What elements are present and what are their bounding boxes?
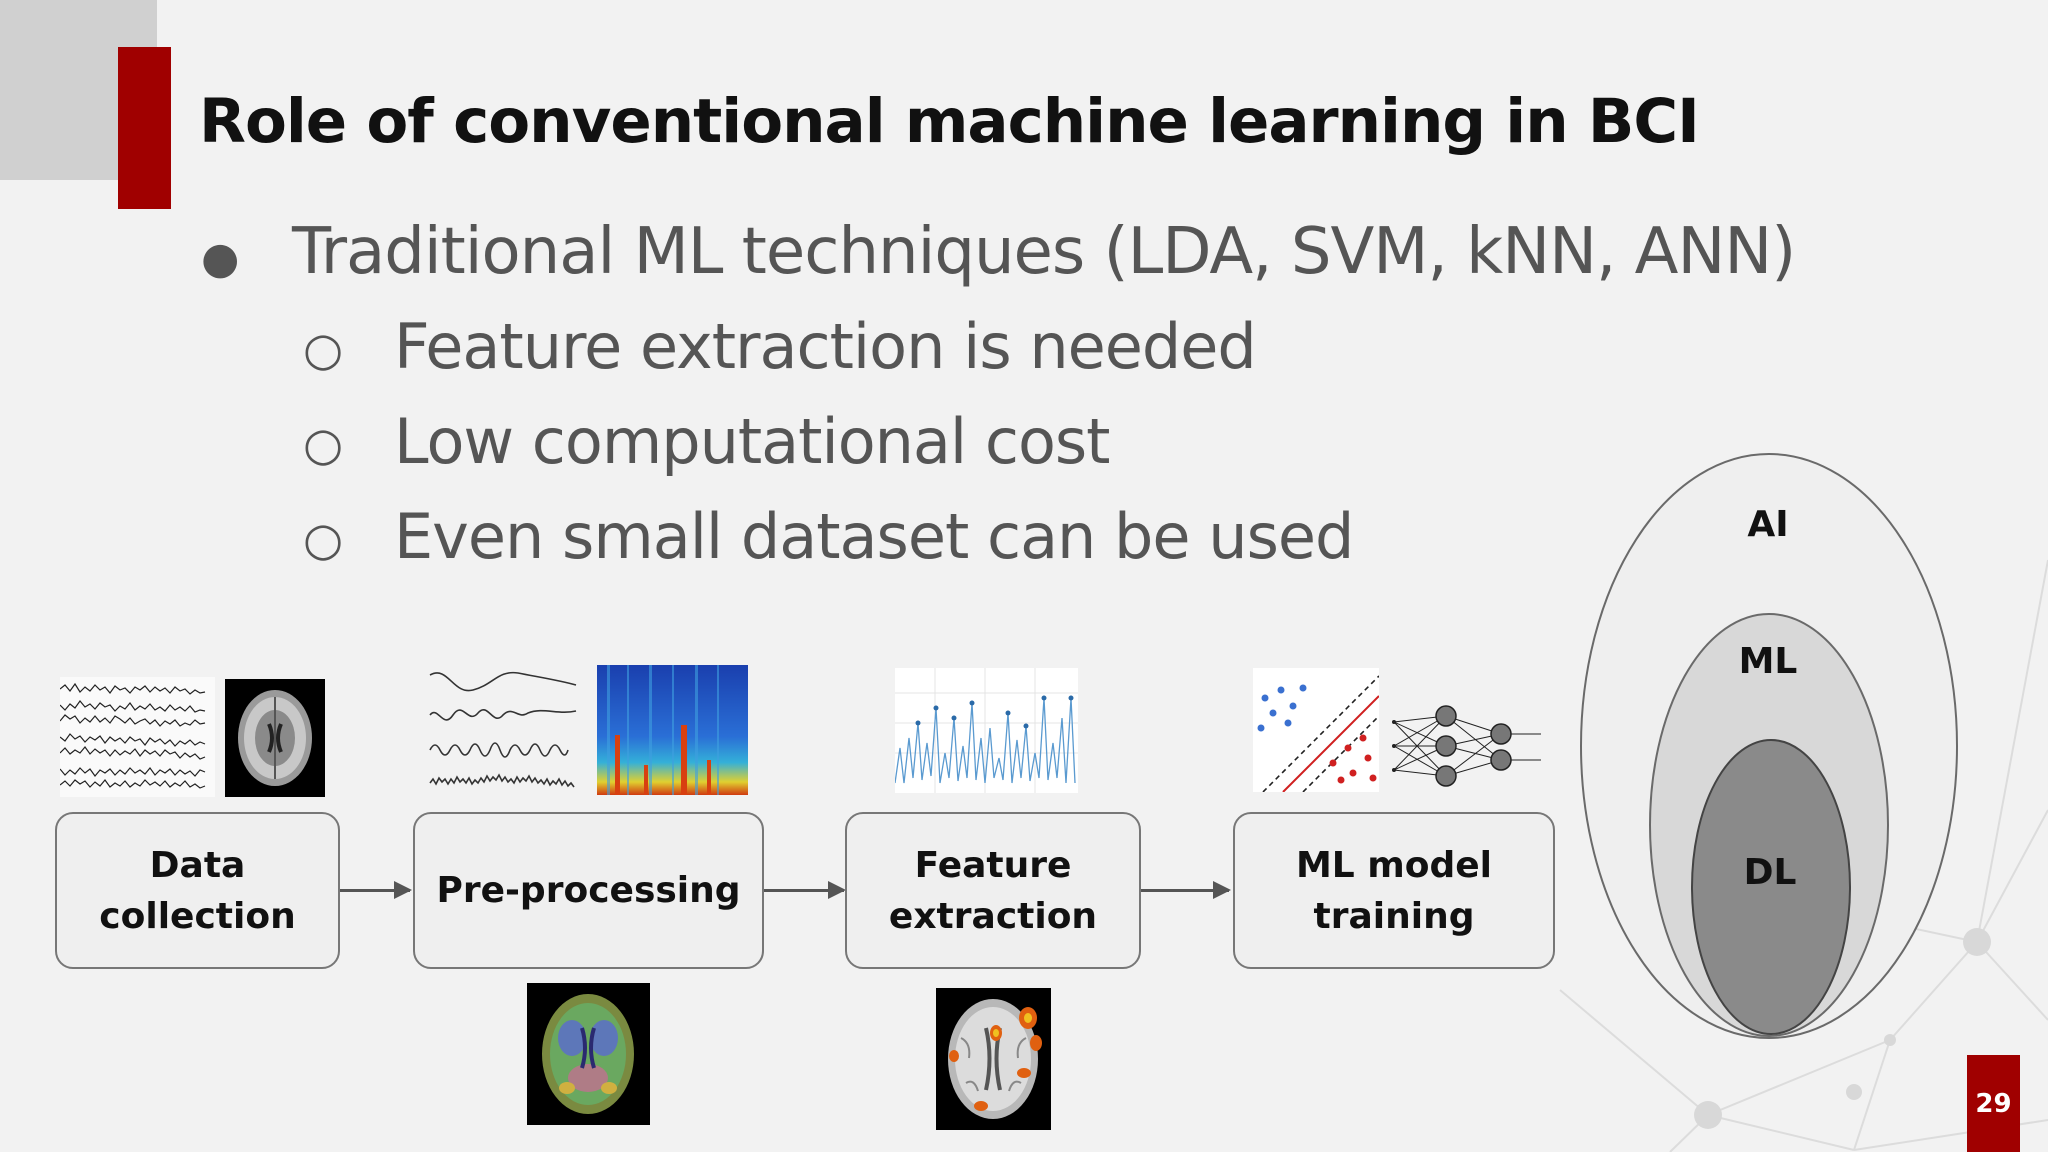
pipeline-step-line2: extraction (888, 895, 1098, 937)
pipeline-arrow (340, 881, 412, 899)
main-bullet-text: Traditional ML techniques (LDA, SVM, kNN… (292, 215, 1796, 289)
pipeline-step-label: Feature extraction (889, 840, 1097, 942)
pipeline-arrow (764, 881, 846, 899)
pipeline-arrow (1141, 881, 1231, 899)
ai-label: AI (1747, 504, 1789, 545)
slide-title: Role of conventional machine learning in… (199, 86, 1700, 157)
ml-label: ML (1738, 641, 1798, 682)
peak-detection-image (895, 668, 1078, 793)
dl-label: DL (1743, 852, 1797, 893)
dl-ellipse (1691, 739, 1851, 1035)
ai-ml-dl-nested-diagram (1580, 453, 1958, 1039)
pipeline-step-line2: collection (99, 895, 296, 937)
neural-network-image (1392, 705, 1541, 787)
pipeline-step-line1: Feature (914, 844, 1072, 886)
filtered-waves-image (429, 671, 577, 788)
preprocessed-brain-image (527, 983, 650, 1125)
page-number: 29 (1967, 1055, 2020, 1152)
pipeline-step-line1: ML model (1295, 844, 1493, 886)
mri-brain-image (225, 679, 325, 797)
pipeline-step-pre-processing: Pre-processing (413, 812, 764, 969)
sub-bullet-text: Low computational cost (394, 405, 1110, 478)
pipeline-step-data-collection: Data collection (55, 812, 340, 969)
pipeline-step-label: ML model training (1296, 840, 1492, 942)
sub-bullet-text: Feature extraction is needed (394, 310, 1257, 383)
pipeline-step-label: Data collection (99, 840, 295, 942)
pipeline-step-ml-model-training: ML model training (1233, 812, 1555, 969)
sub-bullet-mark: ○ (303, 417, 344, 471)
pipeline-step-feature-extraction: Feature extraction (845, 812, 1141, 969)
title-accent-bar (118, 47, 171, 209)
sub-bullet-text: Even small dataset can be used (394, 500, 1354, 573)
activation-brain-image (936, 988, 1051, 1130)
pipeline-step-line1: Data (149, 844, 246, 886)
network-decoration (1559, 559, 2048, 1152)
pipeline-step-line2: training (1313, 895, 1475, 937)
bullet-mark: ● (201, 233, 240, 284)
sub-bullet-mark: ○ (303, 512, 344, 566)
pipeline-step-line1: Pre-processing (436, 870, 741, 911)
spectrogram-image (597, 665, 748, 795)
eeg-signals-image (60, 677, 215, 797)
pipeline-step-label: Pre-processing (436, 865, 740, 916)
svm-plot-image (1253, 668, 1379, 792)
sub-bullet-mark: ○ (303, 322, 344, 376)
